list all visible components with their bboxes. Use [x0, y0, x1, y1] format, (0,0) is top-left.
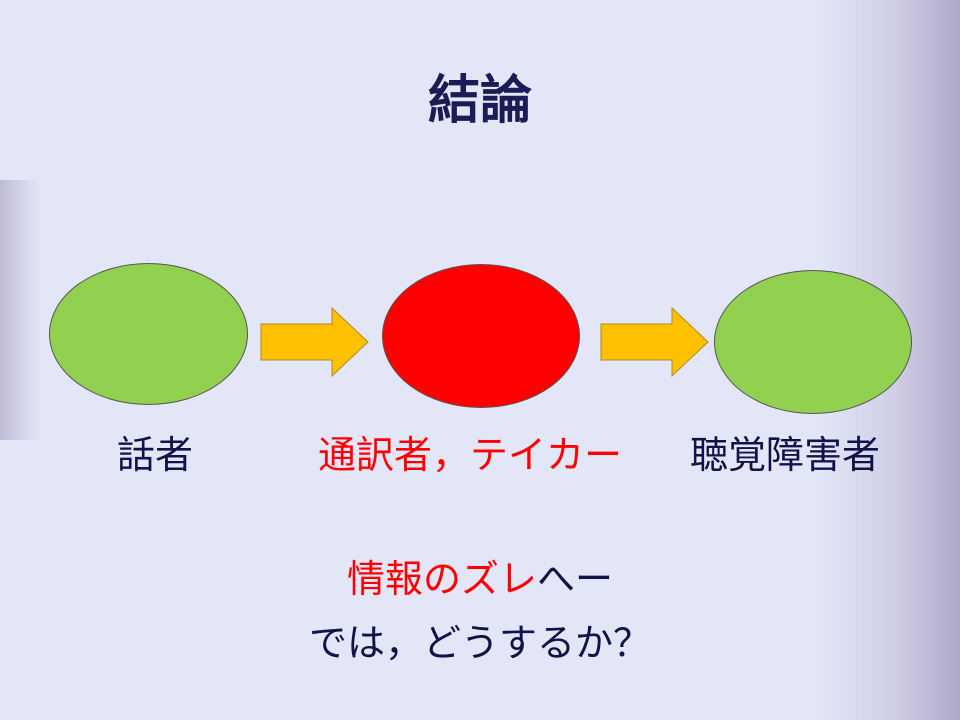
- conclusion-line-1: 情報のズレへー: [0, 548, 960, 603]
- slide-title: 結論: [427, 70, 532, 131]
- arrow-right-icon: [600, 306, 709, 378]
- interpreter-ellipse: [382, 264, 580, 408]
- interpreter-label: 通訳者，テイカー: [317, 433, 622, 477]
- deaf-person-ellipse: [714, 270, 912, 414]
- speaker-ellipse: [49, 263, 248, 405]
- info-gap-text: 情報のズレ: [346, 557, 537, 601]
- speaker-label: 話者: [116, 433, 193, 477]
- arrow-right-icon: [260, 306, 369, 378]
- background-texture-left: [0, 180, 40, 440]
- exclamation-text: へー: [537, 557, 614, 601]
- conclusion-line-2: では，どうするか？: [308, 621, 651, 665]
- deaf-person-label: 聴覚障害者: [689, 433, 880, 477]
